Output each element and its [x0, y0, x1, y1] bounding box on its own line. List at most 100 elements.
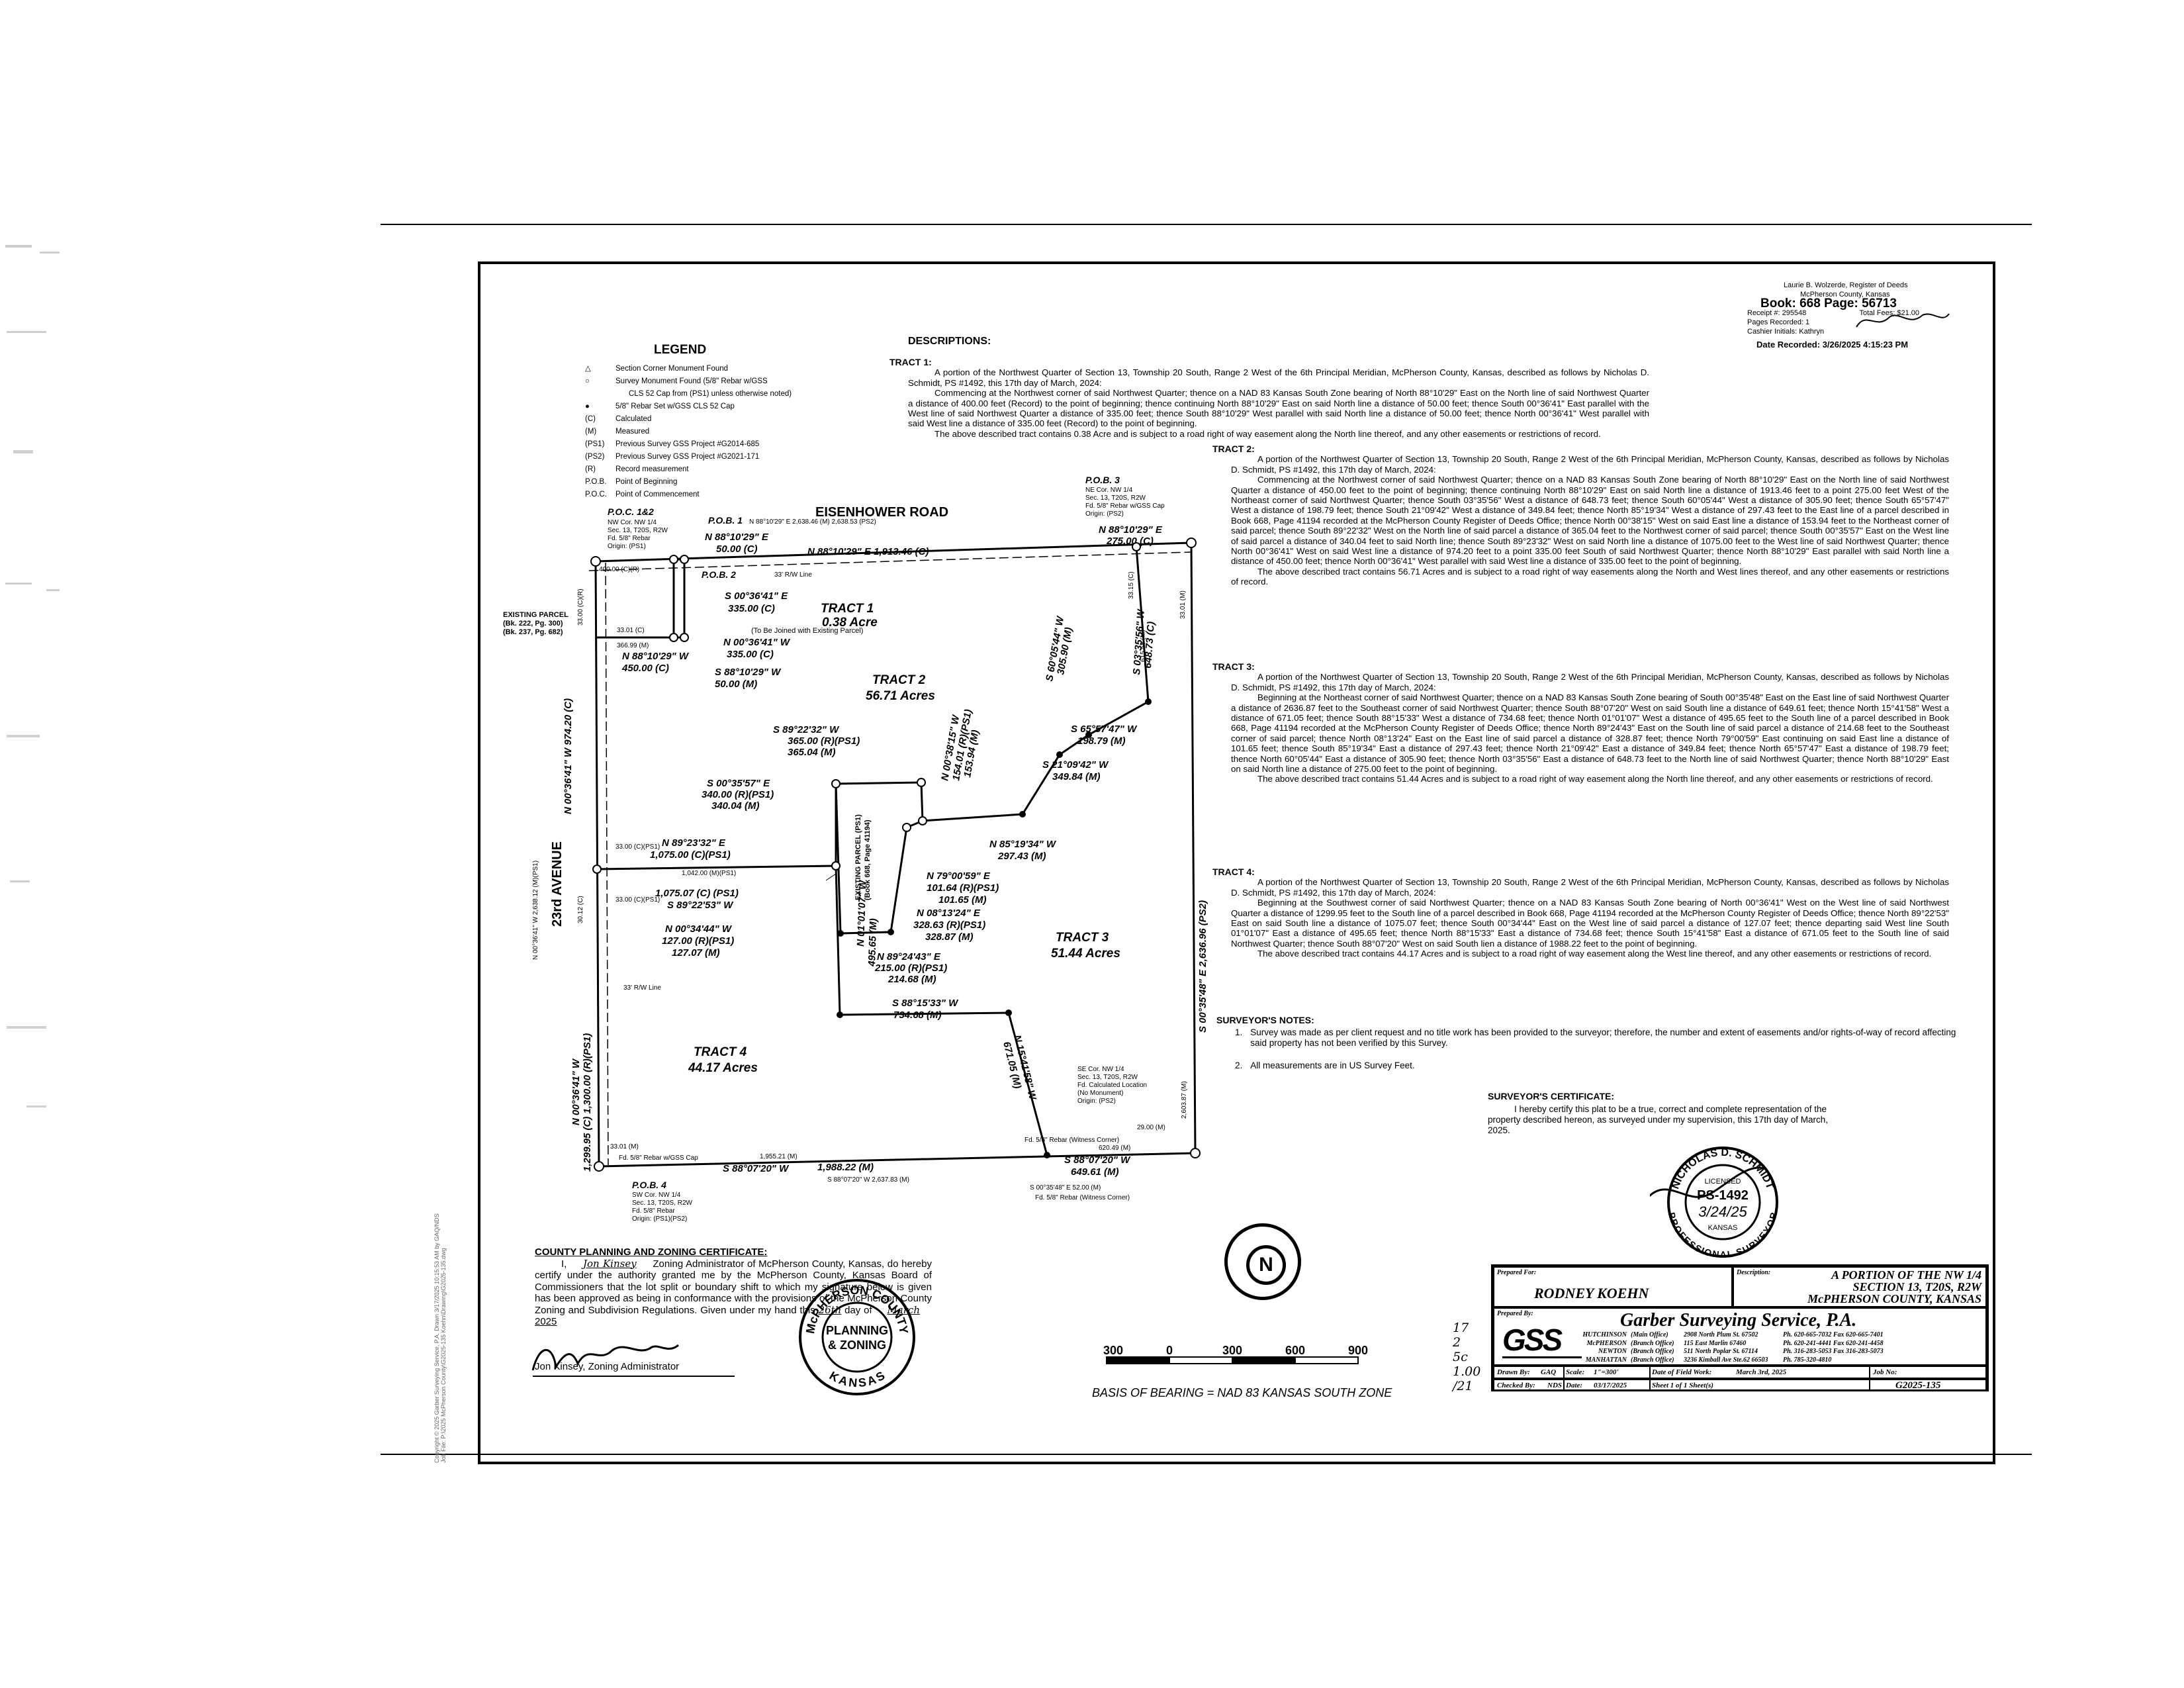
- county-cert-title: COUNTY PLANNING AND ZONING CERTIFICATE:: [535, 1246, 768, 1258]
- recorder-cashier: Cashier Initials: Kathryn: [1747, 328, 1825, 336]
- county-cert-day: 26th: [818, 1303, 842, 1316]
- dim-615-58: 615.58 (M): [1140, 630, 1147, 662]
- monument-parcel-e2: [902, 823, 911, 832]
- distance-b18: 198.79 (M): [1077, 735, 1126, 747]
- dim-400: 400.00 (C)(R): [599, 566, 639, 573]
- county-seal: McPHERSON COUNTY KANSAS PLANNING & ZONIN…: [799, 1279, 915, 1395]
- handwritten-notes: 17 2 5c 1.00 /21: [1453, 1321, 1480, 1393]
- road-west-label: 23rd AVENUE: [550, 841, 565, 927]
- legend: △Section Corner Monument Found○Survey Mo…: [585, 363, 792, 501]
- road-north-label: EISENHOWER ROAD: [815, 505, 948, 520]
- plat-sheet-border: [478, 261, 1995, 1464]
- office-row: NEWTON(Branch Office)511 North Poplar St…: [1580, 1348, 1922, 1356]
- bearing-b4: S 00°36'41" E: [725, 590, 788, 602]
- pob3-detail-4: Origin: (PS2): [1085, 510, 1124, 518]
- distance-b10: 340.00 (R)(PS1): [702, 789, 774, 800]
- tb-prepared-for: Prepared For: RODNEY KOEHN: [1493, 1266, 1733, 1307]
- recorder-county: McPherson County, Kansas: [1800, 291, 1890, 299]
- scale-label-3: 600: [1285, 1344, 1305, 1357]
- surveyor-certificate-title: SURVEYOR'S CERTIFICATE:: [1488, 1091, 1615, 1102]
- bearing-b18: S 65°57'47" W: [1071, 724, 1138, 735]
- distance-b5: 335.00 (C): [727, 649, 774, 660]
- legend-text: Survey Monument Found (5/8" Rebar w/GSS: [615, 377, 768, 385]
- monument-parcel-ne: [917, 778, 926, 787]
- bearing-b5: N 00°36'41" W: [723, 637, 791, 648]
- poc-label: P.O.C. 1&2: [608, 506, 654, 517]
- tract1-heading: TRACT 1:: [889, 357, 932, 367]
- distance-b9: 365.00 (R)(PS1): [788, 735, 860, 747]
- se-detail-4: (No Monument): [1077, 1090, 1123, 1097]
- county-cert-line1: Zoning Administrator of McPherson County…: [653, 1258, 899, 1270]
- bearing-b33: N 00°36'41" W 974.20 (C): [563, 698, 574, 814]
- tract4-p3: The above described tract contains 44.17…: [1257, 949, 1932, 959]
- tract1-p1: A portion of the Northwest Quarter of Se…: [908, 367, 1649, 388]
- dim-1955: 1,955.21 (M): [760, 1153, 797, 1160]
- tract1-note: (To Be Joined with Existing Parcel): [751, 627, 863, 635]
- distance-b4: 335.00 (C): [728, 603, 775, 614]
- tb-scale-label: Scale:: [1566, 1368, 1585, 1376]
- zoning-signature: [531, 1344, 679, 1371]
- surveyor-certificate-text: I hereby certify this plat to be a true,…: [1488, 1104, 1829, 1135]
- legend-text: 5/8" Rebar Set w/GSS CLS 52 Cap: [615, 402, 735, 410]
- office-city: HUTCHINSON: [1582, 1331, 1627, 1338]
- se-detail-2: Sec. 13, T20S, R2W: [1077, 1074, 1138, 1081]
- dim-2603: 2,603.87 (M): [1181, 1081, 1188, 1119]
- tract3-heading: TRACT 3:: [1212, 661, 1255, 672]
- legend-item: (PS1)Previous Survey GSS Project #G2014-…: [585, 438, 792, 451]
- distance-b14: 127.00 (R)(PS1): [662, 935, 734, 947]
- gss-logo: GSS: [1502, 1323, 1563, 1357]
- margin-scan-marks: [0, 232, 66, 1225]
- pob3-detail-1: NE Cor. NW 1/4: [1085, 487, 1133, 494]
- legend-symbol: (C): [585, 415, 596, 423]
- dim-33-01: 33.01 (C): [617, 627, 645, 634]
- legend-symbol: ○: [585, 377, 590, 385]
- existing-parcel-boundary: [835, 783, 923, 935]
- descriptions-title: DESCRIPTIONS:: [908, 336, 991, 347]
- legend-item: ●5/8" Rebar Set w/GSS CLS 52 Cap: [585, 400, 792, 413]
- monument-pob2: [669, 633, 678, 642]
- tb-job-label: Job No:: [1873, 1368, 1897, 1376]
- bearing-b21: N 79°00'59" E: [927, 870, 991, 882]
- dim-west-total: N 00°36'41" W 2,638.12 (M)(PS1): [532, 861, 539, 960]
- tb-row-drawn: Drawn By: GAQ Scale: 1"=300' Date of Fie…: [1493, 1366, 1987, 1379]
- existing-parcel2-label: EXISTING PARCEL (PS1): [854, 814, 862, 900]
- tract3-4-boundary: [835, 865, 1048, 1156]
- monument-pob4: [594, 1161, 604, 1172]
- distance-b28: 1,988.22 (M): [817, 1162, 874, 1173]
- bearing-b24: N 01°01'07" W: [855, 879, 869, 947]
- monument-west-mid: [592, 865, 602, 874]
- tract1-description: TRACT 1: A portion of the Northwest Quar…: [889, 357, 1649, 439]
- monument-pob2b: [680, 633, 689, 642]
- legend-text: Calculated: [615, 415, 652, 423]
- tb-field: March 3rd, 2025: [1736, 1368, 1787, 1376]
- distance-b1: 50.00 (C): [716, 543, 758, 555]
- office-type: (Branch Office): [1631, 1339, 1674, 1347]
- tract2-south-boundary: [596, 546, 1150, 870]
- tract4-p1: A portion of the Northwest Quarter of Se…: [1231, 877, 1949, 898]
- bearing-b27: S 88°07'20" W: [1064, 1154, 1131, 1166]
- county-certificate: COUNTY PLANNING AND ZONING CERTIFICATE: …: [535, 1246, 932, 1328]
- monument-ne-tract: [1132, 542, 1141, 551]
- tract2-p3: The above described tract contains 56.71…: [1231, 566, 1949, 587]
- dim-33-01-m: 33.01 (M): [610, 1143, 639, 1150]
- pob3-detail-2: Sec. 13, T20S, R2W: [1085, 494, 1146, 502]
- se-detail-5: Origin: (PS2): [1077, 1098, 1116, 1105]
- distance-b14m: 127.07 (M): [672, 947, 720, 959]
- pob2-label: P.O.B. 2: [702, 569, 736, 580]
- existing-parcel-ref1: (Bk. 222, Pg. 300): [503, 620, 563, 628]
- surveyor-note-1: 1.Survey was made as per client request …: [1235, 1027, 1956, 1048]
- tb-offices: HUTCHINSON(Main Office)2908 North Plum S…: [1580, 1331, 1922, 1364]
- poc-detail-2: Sec. 13, T20S, R2W: [608, 527, 668, 534]
- distance-b17: 648.73 (C): [1142, 621, 1157, 669]
- north-record-distance: N 88°10'29" E 2,638.46 (M) 2,638.53 (PS2…: [749, 518, 876, 526]
- seal-state: KANSAS: [1708, 1224, 1738, 1232]
- distance-b34: 1,299.95 (C) 1,300.00 (R)(PS1): [582, 1033, 593, 1172]
- title-block: Prepared For: RODNEY KOEHN Description: …: [1491, 1264, 1989, 1391]
- dim-620: 620.49 (M): [1099, 1145, 1130, 1152]
- distance-b10m: 340.04 (M): [711, 800, 760, 812]
- distance-b23: 215.00 (R)(PS1): [874, 962, 947, 974]
- witness-corner-1: Fd. 5/8" Rebar (Witness Corner): [1024, 1137, 1119, 1144]
- tb-prepared-by: Prepared By: GSS Garber Surveying Servic…: [1493, 1307, 1987, 1366]
- office-ph: Ph. 316-283-5053 Fax 316-283-5073: [1783, 1348, 1884, 1355]
- tract1-label: TRACT 1: [821, 602, 874, 616]
